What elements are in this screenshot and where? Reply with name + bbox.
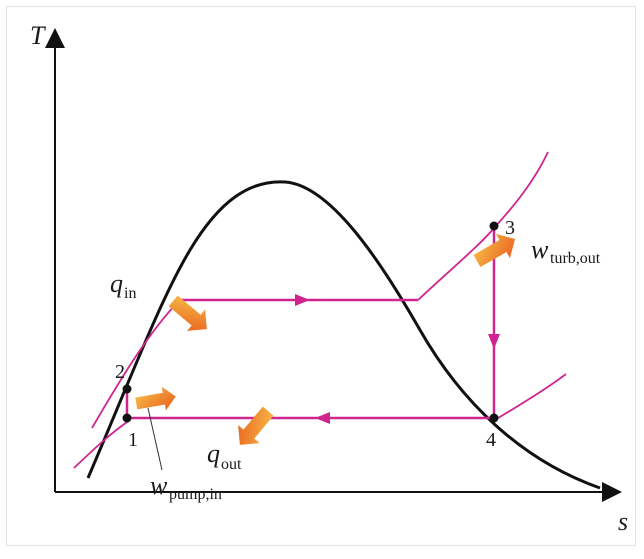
high-pressure-line-liquid: [91, 299, 181, 429]
state-label-2: 2: [115, 361, 125, 383]
state-point-3: [489, 221, 499, 231]
w-turb-out-arrow: [473, 233, 516, 268]
w-pump-leader: [147, 407, 163, 471]
svg-text:pump,in: pump,in: [169, 486, 222, 503]
q-in-label: q in: [110, 269, 136, 302]
q-out-arrow: [238, 406, 274, 445]
q-in-arrow: [168, 295, 207, 331]
s-axis-label: s: [618, 507, 628, 536]
state-label-3: 3: [505, 217, 515, 239]
state-label-4: 4: [486, 429, 496, 451]
state-point-1: [122, 413, 132, 423]
svg-text:out: out: [221, 456, 242, 473]
svg-text:w: w: [531, 235, 549, 264]
state-point-2: [122, 384, 132, 394]
w-pump-in-arrow: [135, 386, 176, 411]
svg-text:in: in: [124, 285, 136, 302]
svg-text:q: q: [207, 439, 220, 468]
svg-text:q: q: [110, 269, 123, 298]
condenser-flow-arrow: [315, 412, 330, 424]
figure-frame: [6, 6, 636, 546]
w-pump-in-label: w pump,in: [150, 471, 222, 503]
svg-text:w: w: [150, 471, 168, 500]
t-axis-label: T: [30, 21, 46, 50]
state-label-1: 1: [128, 429, 138, 451]
low-pressure-line-superheat: [497, 373, 567, 419]
q-out-label: q out: [207, 439, 242, 473]
saturation-dome-curve: [86, 180, 601, 490]
turbine-flow-arrow: [488, 334, 500, 349]
w-turb-out-label: w turb,out: [531, 235, 601, 267]
state-point-4: [489, 413, 499, 423]
low-pressure-line-liquid: [73, 419, 131, 469]
svg-text:turb,out: turb,out: [550, 250, 601, 267]
boiler-flow-arrow: [295, 294, 310, 306]
